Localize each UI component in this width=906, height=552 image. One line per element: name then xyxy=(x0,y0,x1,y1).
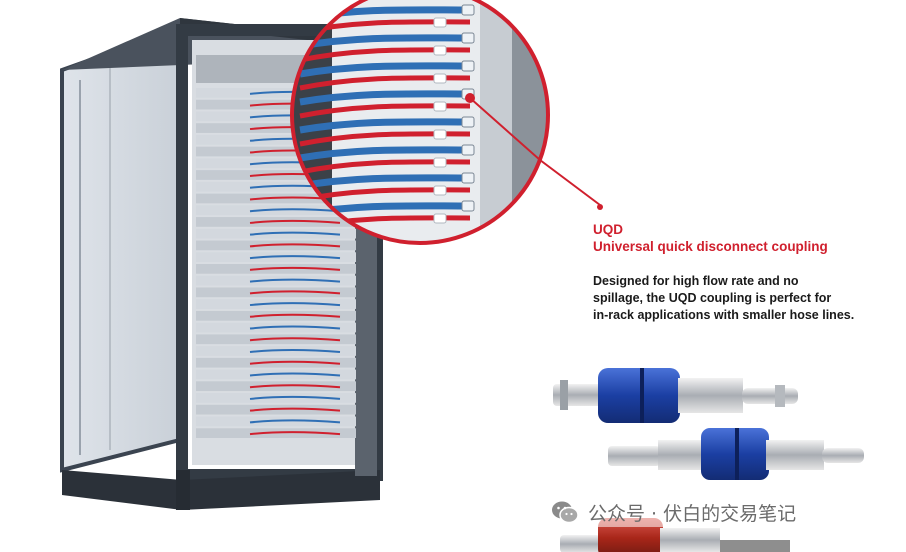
return-hose xyxy=(299,159,471,175)
watermark-text: 公众号 · 伏白的交易笔记 xyxy=(588,502,797,525)
quick-disconnect xyxy=(433,17,447,28)
zoom-bubble xyxy=(290,0,550,245)
zoom-hoses xyxy=(299,4,475,231)
coolant-hose xyxy=(249,266,341,271)
coolant-hose xyxy=(249,302,341,307)
quick-disconnect xyxy=(433,45,447,56)
quick-disconnect xyxy=(433,129,447,140)
wechat-icon xyxy=(552,501,579,524)
quick-disconnect xyxy=(461,144,475,156)
quick-disconnect xyxy=(461,172,475,184)
supply-hose xyxy=(299,174,471,190)
quick-disconnect xyxy=(433,157,447,168)
coolant-hose xyxy=(249,372,341,377)
coolant-hose xyxy=(249,219,341,224)
quick-disconnect xyxy=(433,213,447,224)
watermark: 公众号 · 伏白的交易笔记 xyxy=(544,497,803,527)
supply-hose xyxy=(299,62,471,78)
coolant-hose xyxy=(249,231,341,236)
supply-hose xyxy=(299,118,471,134)
coolant-hose xyxy=(249,278,341,283)
coolant-hose xyxy=(249,313,341,318)
supply-hose xyxy=(299,34,471,50)
coolant-hose xyxy=(249,360,341,365)
return-hose xyxy=(299,75,471,91)
coupling-blue-small xyxy=(608,428,864,480)
quick-disconnect xyxy=(433,101,447,112)
quick-disconnect xyxy=(433,185,447,196)
coolant-hose xyxy=(249,349,341,353)
quick-disconnect xyxy=(433,73,447,84)
quick-disconnect xyxy=(461,32,475,44)
callout-pointer xyxy=(465,93,603,210)
supply-hose xyxy=(299,146,471,162)
callout-description-line: in-rack applications with smaller hose l… xyxy=(593,308,855,322)
coolant-hose xyxy=(249,243,341,248)
coupling-blue-large xyxy=(553,368,798,423)
coolant-hose xyxy=(249,407,341,412)
return-hose xyxy=(299,131,471,147)
callout-description-line: Designed for high flow rate and no xyxy=(593,274,799,288)
coolant-hose xyxy=(249,431,341,436)
coolant-hose xyxy=(249,395,341,400)
quick-disconnect xyxy=(461,200,475,212)
coolant-hose xyxy=(249,337,341,342)
coolant-hose xyxy=(249,255,341,260)
coolant-hose xyxy=(249,208,341,213)
callout-description-line: spillage, the UQD coupling is perfect fo… xyxy=(593,291,832,305)
callout-subtitle: Universal quick disconnect coupling xyxy=(593,239,828,254)
coolant-hose xyxy=(249,325,341,330)
quick-disconnect xyxy=(461,4,475,16)
coolant-hose xyxy=(249,290,341,295)
server-rack xyxy=(60,18,383,510)
coolant-hose xyxy=(249,419,341,424)
supply-hose xyxy=(299,90,471,106)
return-hose xyxy=(299,47,471,63)
quick-disconnect xyxy=(461,116,475,128)
quick-disconnect xyxy=(461,60,475,72)
return-hose xyxy=(299,103,471,119)
coolant-hose xyxy=(249,384,341,389)
callout-title: UQD xyxy=(593,222,623,237)
